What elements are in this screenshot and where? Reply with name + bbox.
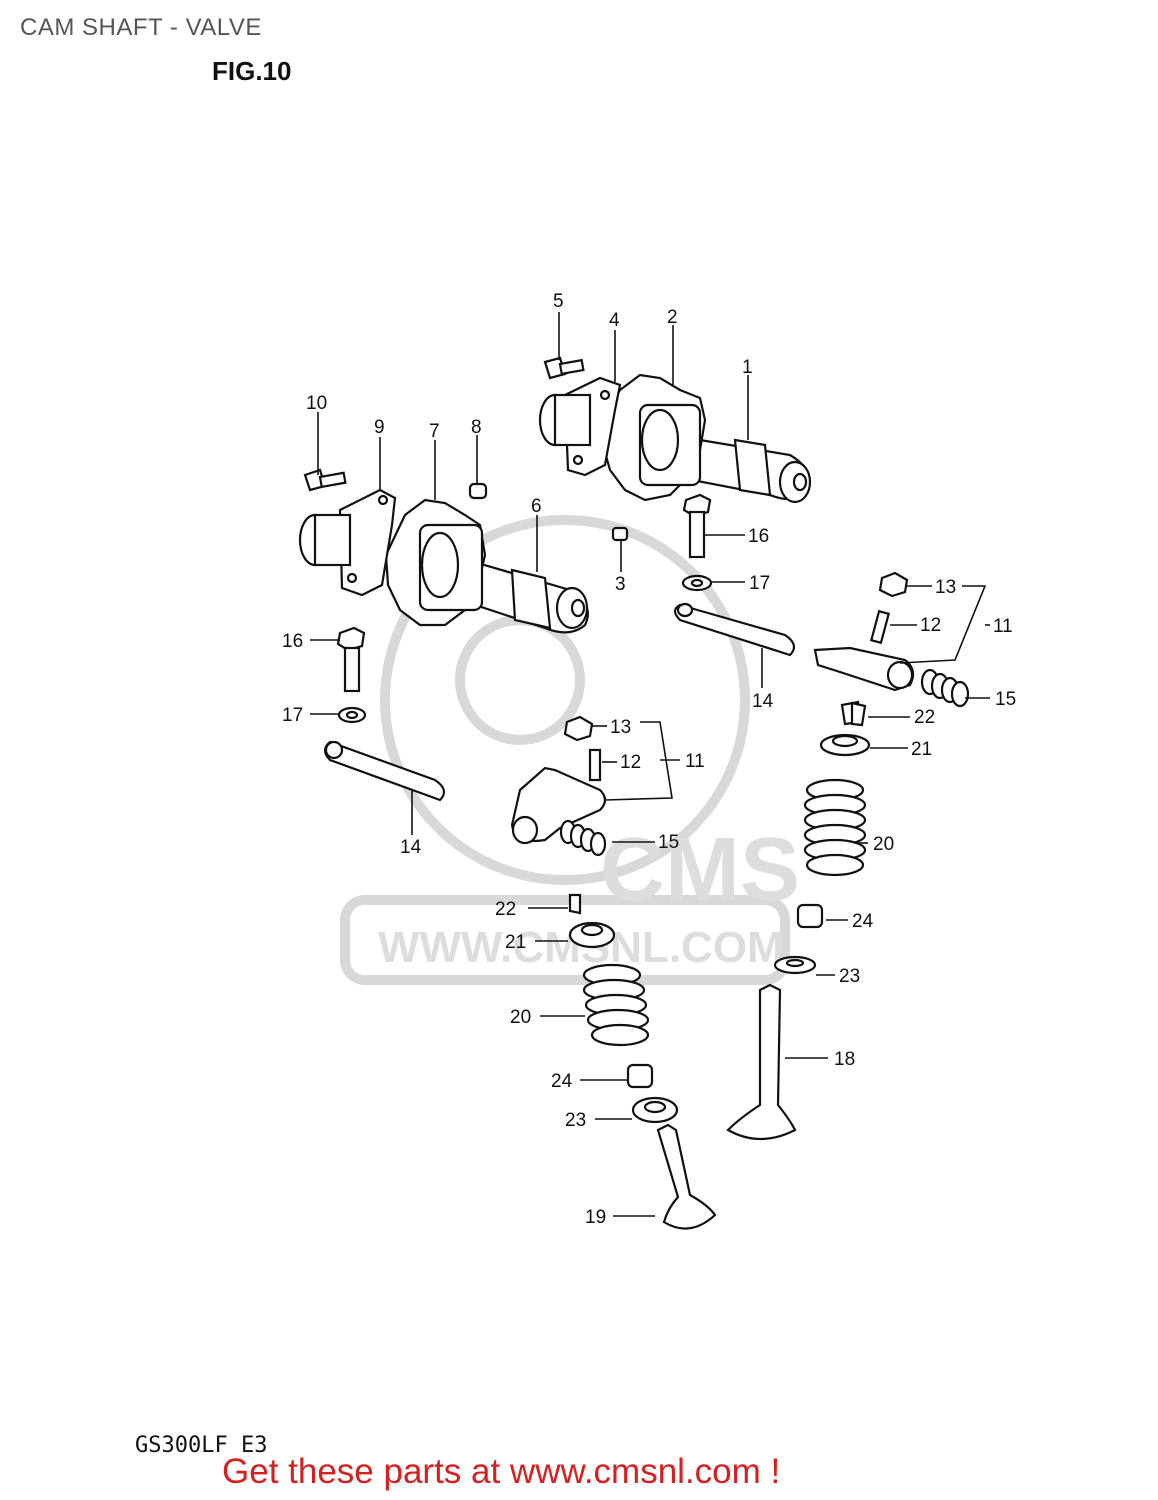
model-code: GS300LF E3 — [135, 1433, 268, 1458]
cam-plate-9 — [298, 488, 397, 597]
cam-plate-4 — [538, 376, 622, 477]
rocker-arm-11-left — [510, 766, 607, 845]
callout-16-left: 16 — [282, 631, 303, 652]
bolt-5 — [543, 356, 585, 380]
adjust-screw-12-right — [869, 609, 891, 645]
callout-23-right: 23 — [839, 966, 860, 987]
callout-3: 3 — [615, 574, 626, 595]
callout-17-upper: 17 — [749, 573, 770, 594]
adjust-screw-12-left — [588, 748, 602, 782]
rocker-nut-13-right — [878, 571, 909, 598]
callout-14-left: 14 — [400, 837, 422, 858]
callout-5: 5 — [553, 291, 564, 312]
callout-21-left: 21 — [505, 932, 526, 953]
seal-24-left — [626, 1063, 654, 1089]
knock-pin-3 — [611, 526, 629, 542]
rocker-nut-13-left — [563, 715, 594, 742]
watermark: CMS WWW.CMSNL.COM — [340, 515, 800, 985]
callout-22-right: 22 — [914, 707, 935, 728]
callout-1: 1 — [742, 357, 753, 378]
callout-17-left: 17 — [282, 705, 303, 726]
rocker-shaft-14-upper — [673, 602, 796, 657]
callout-6: 6 — [531, 496, 542, 517]
callout-18: 18 — [834, 1049, 855, 1070]
callout-21-right: 21 — [911, 739, 932, 760]
leader-lines — [310, 312, 990, 1217]
retainer-21-right — [819, 733, 871, 757]
spring-20-right — [803, 778, 867, 877]
callout-20-right: 20 — [873, 834, 894, 855]
callout-12-right: 12 — [920, 615, 941, 636]
promo-link[interactable]: Get these parts at www.cmsnl.com ! — [222, 1452, 781, 1491]
callout-22-left: 22 — [495, 899, 516, 920]
callout-23-left: 23 — [565, 1110, 586, 1131]
cotter-22-left — [568, 893, 582, 915]
rocker-arm-11-right — [813, 646, 915, 692]
callout-15-right: 15 — [995, 689, 1016, 710]
seal-24-right — [796, 903, 824, 929]
watermark-brand: CMS — [600, 820, 800, 920]
spring-seat-23-left — [631, 1096, 679, 1124]
callout-20-left: 20 — [510, 1007, 531, 1028]
retainer-21-left — [568, 921, 616, 949]
washer-17-left — [337, 706, 367, 724]
callout-11-left: 11 — [685, 751, 705, 772]
callout-8: 8 — [471, 417, 482, 438]
washer-17-upper — [681, 574, 713, 592]
callout-11-right: 11 — [993, 616, 1013, 637]
intake-valve-19 — [656, 1123, 717, 1230]
cotter-22-right — [840, 700, 867, 727]
callout-4: 4 — [609, 310, 620, 331]
exhaust-valve-18 — [726, 983, 797, 1140]
cam-sprocket-7 — [384, 498, 487, 627]
spring-seat-23-right — [773, 955, 817, 975]
callout-2: 2 — [667, 307, 678, 328]
callout-24-right: 24 — [852, 911, 874, 932]
spring-15-left — [559, 819, 607, 857]
spring-20-left — [582, 963, 650, 1047]
knock-pin-8 — [468, 482, 488, 500]
callout-10: 10 — [306, 393, 327, 414]
callout-19: 19 — [585, 1207, 606, 1228]
callout-7: 7 — [429, 421, 440, 442]
callout-15-left: 15 — [658, 832, 679, 853]
figure-label: FIG.10 — [212, 56, 292, 86]
callout-13-left: 13 — [610, 717, 631, 738]
bolt-16-left — [336, 626, 366, 693]
callout-9: 9 — [374, 417, 385, 438]
callout-14-upper: 14 — [752, 691, 774, 712]
bolt-10 — [303, 468, 347, 492]
cam-sprocket-2 — [601, 373, 707, 502]
bolt-16-upper — [682, 493, 712, 559]
rocker-shaft-14-left — [323, 740, 446, 802]
callouts: 5 4 2 1 10 9 7 8 6 3 16 17 14 13 12 11 1… — [282, 291, 1016, 1228]
callout-24-left: 24 — [551, 1071, 573, 1092]
page-title: CAM SHAFT - VALVE — [20, 14, 262, 41]
callout-12-left: 12 — [620, 752, 641, 773]
spring-15-right — [920, 668, 970, 708]
callout-16-upper: 16 — [748, 526, 769, 547]
callout-13-right: 13 — [935, 577, 956, 598]
